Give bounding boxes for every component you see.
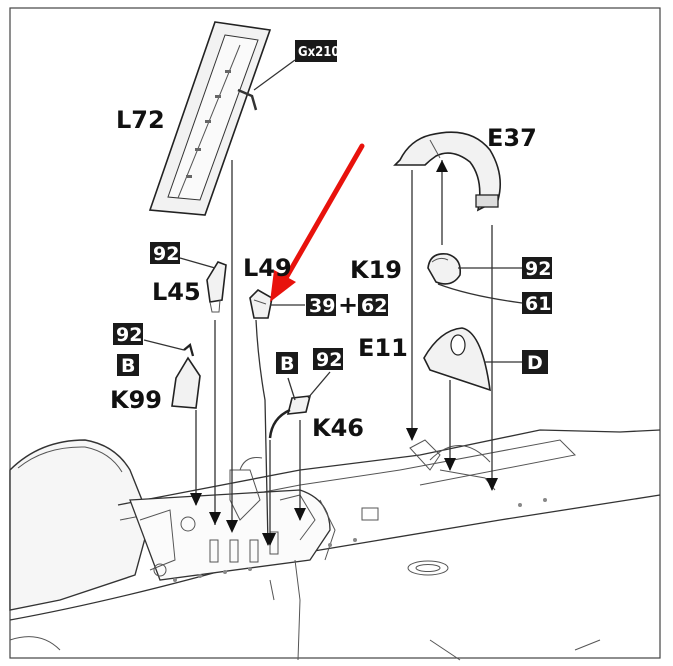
part-e11 [423,327,491,392]
part-k19 [427,252,462,285]
label-e37: E37 [487,124,537,152]
callout-92-k19-text: 92 [525,258,551,280]
fuselage [9,429,661,661]
callout-b-k46-text: B [280,353,294,375]
label-l45: L45 [152,278,201,306]
callout-b-k99: B [117,354,139,377]
part-l49 [249,289,273,319]
label-l49: L49 [243,254,292,282]
label-l72: L72 [116,106,165,134]
callout-61: 61 [522,292,552,315]
label-k19: K19 [350,256,402,284]
label-e11: E11 [358,334,408,362]
callout-62-text: 62 [361,295,387,317]
callout-92-k99-text: 92 [116,324,142,346]
callout-plus: + [338,291,358,319]
callout-92-l45: 92 [150,242,180,265]
part-e37 [393,131,501,212]
callout-d: D [522,350,548,374]
callout-92-k19: 92 [522,257,552,280]
callout-gx210-text: Gx210 [298,45,340,60]
callout-39-text: 39 [309,295,335,317]
canopy [9,439,151,611]
label-k99: K99 [110,386,162,414]
label-k46: K46 [312,414,364,442]
callout-92-k99: 92 [113,323,143,346]
callout-62: 62 [358,294,388,317]
callout-39: 39 [306,294,336,317]
callout-b-k99-text: B [121,355,135,377]
callout-gx210: Gx210 [295,40,340,62]
page-frame [9,7,661,659]
part-k46 [268,395,312,439]
callout-61-text: 61 [525,293,551,315]
part-l72 [148,21,272,216]
callout-92-l45-text: 92 [153,243,179,265]
callout-d-text: D [527,352,543,374]
part-k99 [171,342,201,409]
callout-92-k46-text: 92 [316,349,342,371]
callout-92-k46: 92 [313,348,343,371]
part-l45 [206,261,227,313]
cockpit-opening [129,489,331,581]
callout-b-k46: B [276,352,298,375]
highlight-arrow [270,143,365,302]
